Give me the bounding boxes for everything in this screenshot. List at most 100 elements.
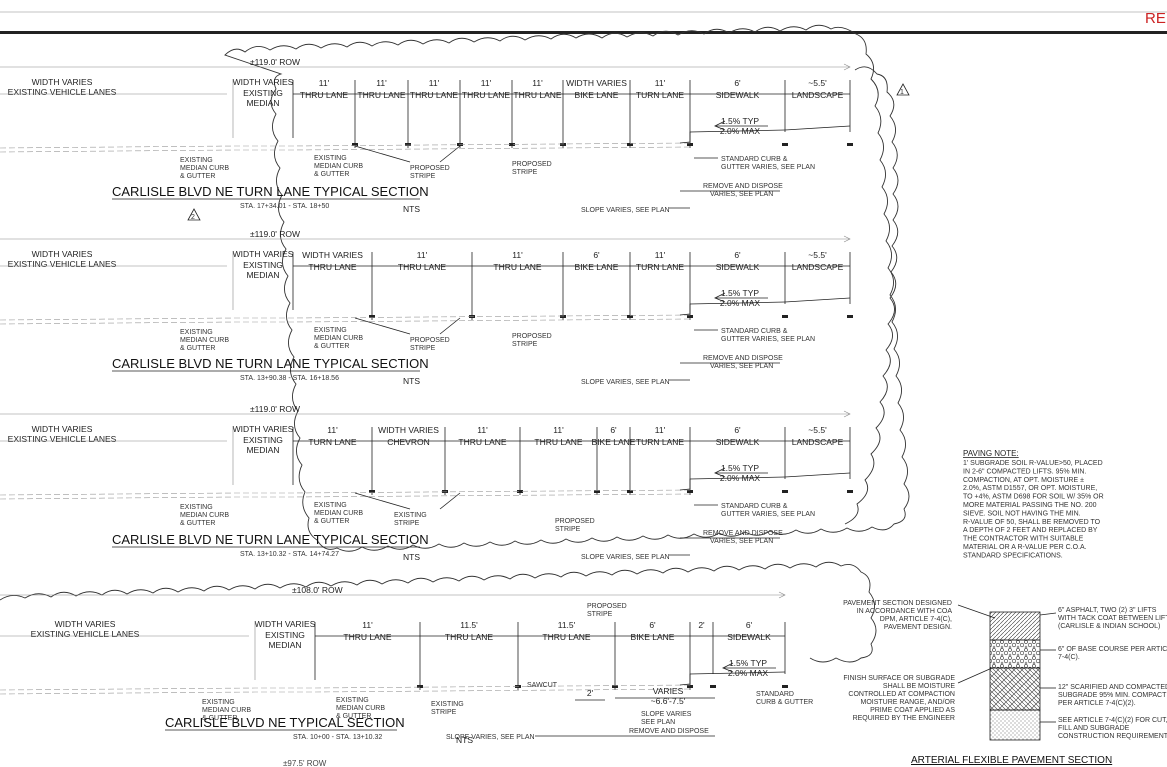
lane-name: SIDEWALK (727, 632, 771, 642)
note-median-curb: & GUTTER (180, 173, 215, 180)
note-median-curb: EXISTING (180, 157, 213, 164)
triangle-shape (187, 208, 201, 221)
lane-name: LANDSCAPE (792, 437, 844, 447)
stripe-mark (687, 315, 693, 318)
layer-note: WITH TACK COAT BETWEEN LIFTS (1058, 615, 1167, 622)
svg-text:1: 1 (900, 89, 904, 96)
cross-slope-max: 2.0% MAX (720, 126, 760, 136)
lane-name: LANDSCAPE (792, 90, 844, 100)
layer-note: 6" OF BASE COURSE PER ARTICLE (1058, 646, 1167, 653)
note-slope-varies: SLOPE VARIES, SEE PLAN (581, 554, 670, 561)
row-label: ±119.0' ROW (250, 57, 300, 67)
cross-slope-max: 2.0% MAX (720, 298, 760, 308)
paving-note-line: TO +4%, ASTM D698 FOR SOIL W/ 35% OR (963, 494, 1104, 501)
line (354, 317, 411, 335)
pavement-note: PAVEMENT DESIGN. (884, 624, 952, 631)
note-stripe: STRIPE (431, 709, 457, 716)
note-median-curb: EXISTING (314, 502, 347, 509)
note-curb: GUTTER VARIES, SEE PLAN (721, 336, 815, 343)
lane-name: THRU LANE (357, 90, 406, 100)
revision-number: 2 (191, 214, 195, 221)
paving-note-line: SIEVE. SOIL NOT HAVING THE MIN. (963, 510, 1081, 517)
lane-name: LANDSCAPE (792, 262, 844, 272)
existing-lanes-width: WIDTH VARIES (32, 424, 93, 434)
lane-name: THRU LANE (513, 90, 562, 100)
stripe-mark (627, 315, 633, 318)
lane-name: SIDEWALK (716, 437, 760, 447)
cross-slope-typ: 1.5% TYP (729, 658, 767, 668)
pavement-note: CONTROLLED AT COMPACTION (848, 691, 955, 698)
slope-arrow (714, 467, 726, 478)
curb-gutter (679, 671, 786, 686)
lane-dimension: WIDTH VARIES (302, 250, 363, 260)
paving-note-line: 1' SUBGRADE SOIL R-VALUE>50, PLACED (963, 460, 1103, 467)
paving-note-line: A DEPTH OF 2 FEET AND REPLACED BY (963, 527, 1098, 534)
paving-note-line: IN 2-6" COMPACTED LIFTS. 95% MIN. (963, 468, 1086, 475)
stripe-mark (405, 143, 411, 146)
note-median-curb: MEDIAN CURB (314, 335, 363, 342)
paving-note: PAVING NOTE: 1' SUBGRADE SOIL R-VALUE>50… (963, 449, 1104, 559)
line (439, 145, 461, 163)
slope-arrow (722, 662, 734, 673)
revision-cloud-upper (224, 24, 910, 552)
note-median-curb: MEDIAN CURB (202, 707, 251, 714)
stripe-mark (627, 143, 633, 146)
note-slope-varies: SLOPE VARIES, SEE PLAN (581, 379, 670, 386)
stripe-mark (847, 315, 853, 318)
note-remove: VARIES, SEE PLAN (710, 363, 773, 370)
lane-dimension: 2' (698, 620, 705, 630)
arrow (843, 63, 851, 71)
median-width: WIDTH VARIES (233, 77, 294, 87)
stripe-mark (517, 490, 523, 493)
section-title: CARLISLE BLVD NE TURN LANE TYPICAL SECTI… (112, 184, 429, 199)
note-median-curb: MEDIAN CURB (180, 337, 229, 344)
pavement-surface (0, 688, 691, 695)
note-remove: REMOVE AND DISPOSE (703, 355, 783, 362)
lane-dimension: 6' (734, 250, 741, 260)
stripe-mark (417, 685, 423, 688)
lane-dimension: WIDTH VARIES (566, 78, 627, 88)
lane-dimension: 11' (417, 250, 428, 260)
note-stripe: PROPOSED (587, 603, 627, 610)
landscape-grade (784, 472, 851, 478)
note-sawcut: SAWCUT (527, 682, 558, 689)
lane-dimension: 11' (319, 78, 330, 88)
layer-note: 12" SCARIFIED AND COMPACTED (1058, 684, 1167, 691)
pavement-note: REQUIRED BY THE ENGINEER (853, 715, 955, 722)
lane-name: THRU LANE (458, 437, 507, 447)
lane-dimension: 11.5' (460, 620, 478, 630)
lane-name: BIKE LANE (575, 90, 619, 100)
layer-note: SEE ARTICLE 7-4(C)(2) FOR CUT, (1058, 717, 1167, 724)
lane-dimension: 6' (734, 425, 741, 435)
section-station: STA. 17+34.01 - STA. 18+50 (240, 203, 329, 210)
curb-gutter (679, 129, 786, 144)
stripe-mark (847, 490, 853, 493)
median-label: MEDIAN (246, 98, 279, 108)
lane-dimension: ~5.5' (808, 78, 827, 88)
note-curb: STANDARD CURB & (721, 503, 788, 510)
note-median-curb: & GUTTER (314, 343, 349, 350)
lane-dimension: 11.5' (558, 620, 576, 630)
title-block-border (0, 31, 1167, 34)
note-remove: VARIES, SEE PLAN (710, 191, 773, 198)
lane-name: THRU LANE (445, 632, 494, 642)
stripe-mark (782, 490, 788, 493)
section-station: STA. 10+00 - STA. 13+10.32 (293, 734, 382, 741)
layer-note: 7-4(C). (1058, 654, 1080, 661)
pavement-note: MOISTURE RANGE, AND/OR (860, 699, 955, 706)
median-width: WIDTH VARIES (233, 249, 294, 259)
stripe-mark (594, 490, 600, 493)
pavement-note: IN ACCORDANCE WITH COA (857, 608, 953, 615)
lane-dimension: 11' (655, 250, 666, 260)
lane-dimension: 11' (532, 78, 543, 88)
lane-dimension: 6' (649, 620, 656, 630)
curb-gutter (679, 476, 786, 491)
stripe-mark (687, 490, 693, 493)
pavement-note: FINISH SURFACE OR SUBGRADE (843, 675, 955, 682)
stripe-mark (687, 685, 693, 688)
